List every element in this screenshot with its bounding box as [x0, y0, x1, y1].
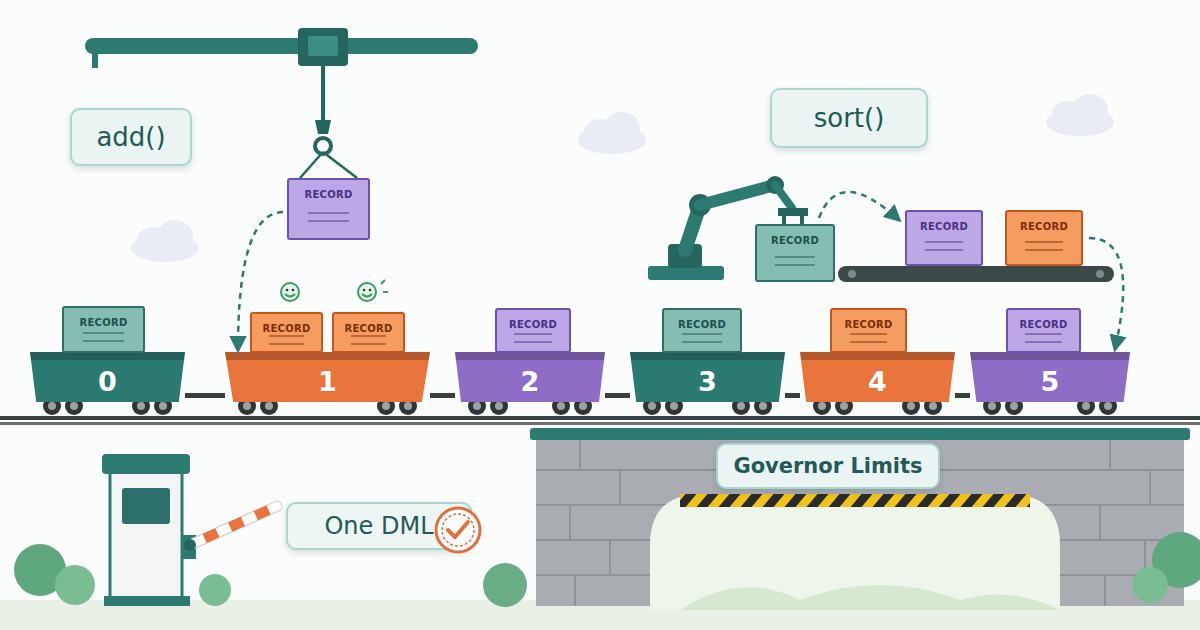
node-text: RECORD — [678, 319, 726, 330]
node-text: RECORD — [344, 323, 392, 334]
method-label: sort() — [770, 88, 928, 148]
record-crate: RECORD — [755, 224, 835, 282]
index-number: 5 — [1041, 366, 1060, 397]
list-index-car: 4RECORD — [800, 352, 955, 402]
bridge — [530, 428, 1190, 610]
record-crate: RECORD — [250, 312, 323, 353]
index-number: 0 — [98, 366, 117, 397]
list-index-car: 0RECORD — [30, 352, 185, 402]
conveyor-belt — [838, 266, 1114, 282]
list-index-car: 3RECORD — [630, 352, 785, 402]
record-crate: RECORD — [1005, 210, 1083, 266]
node-text: RECORD — [509, 319, 557, 330]
node-text: RECORD — [262, 323, 310, 334]
record-crate: RECORD — [830, 308, 907, 353]
dashed-arrow — [819, 192, 899, 220]
cloud — [131, 220, 199, 262]
tree — [14, 532, 1200, 607]
smiley — [281, 280, 388, 301]
node-text: One DML — [324, 512, 433, 540]
limit-label: Governor Limits — [716, 443, 940, 489]
node-text: Governor Limits — [733, 454, 922, 478]
dashed-arrow — [1089, 238, 1123, 349]
rail-track — [0, 416, 1200, 425]
record-crate: RECORD — [62, 306, 145, 353]
node-text: RECORD — [79, 317, 127, 328]
list-index-car: 5RECORD — [970, 352, 1130, 402]
node-text: RECORD — [920, 221, 968, 232]
list-index-car: 1RECORDRECORD — [225, 352, 430, 402]
record-crate: RECORD — [287, 178, 370, 240]
node-text: RECORD — [844, 319, 892, 330]
index-number: 3 — [698, 366, 717, 397]
dashed-arrow — [238, 212, 283, 350]
method-label: add() — [70, 108, 192, 166]
node-text: RECORD — [771, 235, 819, 246]
record-crate: RECORD — [495, 308, 571, 353]
record-crate: RECORD — [905, 210, 983, 266]
list-index-car: 2RECORD — [455, 352, 605, 402]
index-number: 4 — [868, 366, 887, 397]
record-crate: RECORD — [332, 312, 405, 353]
node-text: add() — [96, 122, 165, 152]
cloud — [578, 112, 646, 154]
node-text: sort() — [814, 103, 885, 133]
node-text: RECORD — [304, 189, 352, 200]
record-crate: RECORD — [1006, 308, 1081, 353]
cloud — [1046, 94, 1114, 136]
approval-stamp — [436, 508, 480, 552]
dml-label: One DML — [286, 502, 472, 550]
node-text: RECORD — [1019, 319, 1067, 330]
index-number: 2 — [521, 366, 540, 397]
node-text: RECORD — [1020, 221, 1068, 232]
index-number: 1 — [318, 366, 337, 397]
toll-booth — [102, 454, 283, 606]
record-crate: RECORD — [662, 308, 742, 353]
